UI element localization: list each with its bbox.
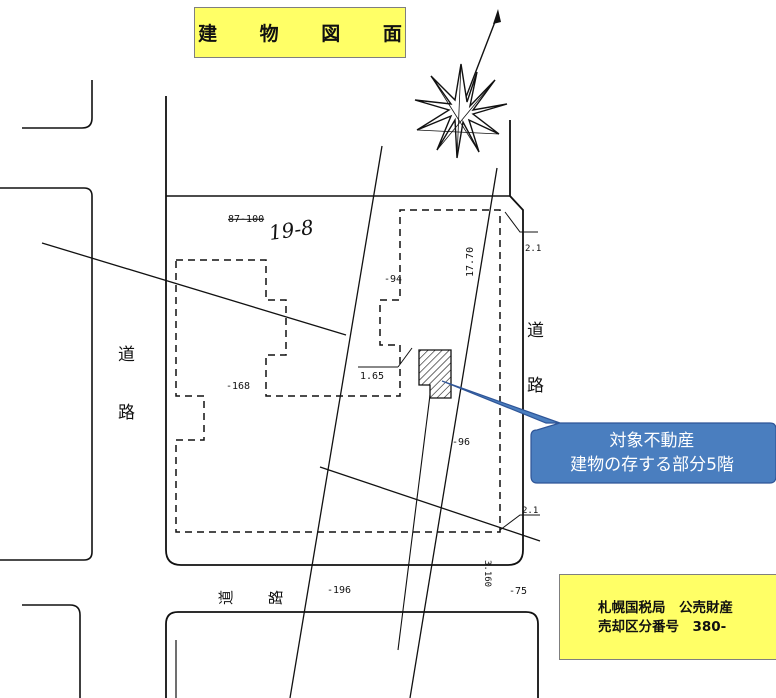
lot-label: 19-8 (267, 215, 315, 245)
dim-94: -94 (384, 274, 402, 285)
vertical-diag-1 (289, 145, 383, 698)
road-bottom-char-2: 路 (267, 590, 285, 605)
vertical-diag-3 (397, 394, 431, 651)
sale-note-line-2: 売却区分番号 380- (598, 619, 727, 635)
drawing-title-box: 建 物 図 面 (194, 7, 406, 58)
dim-168: -168 (226, 381, 250, 392)
leader-top-right (504, 211, 538, 233)
road-bottom-char-1: 道 (217, 590, 235, 605)
dim-3-160: 3.160 (482, 560, 492, 587)
callout-line-1: 対象不動産 (609, 431, 695, 451)
road-block-left-lower (22, 604, 81, 698)
vertical-diag-2 (409, 167, 498, 698)
sale-note-text: 札幌国税局 公売財産 売却区分番号 380- (598, 599, 733, 637)
road-right-char-2: 路 (527, 376, 544, 396)
dim-1-65: 1.65 (360, 371, 384, 382)
road-block-left-top (22, 80, 93, 129)
sale-note-line-1: 札幌国税局 公売財産 (598, 600, 733, 616)
compass-rose (414, 9, 508, 159)
dim-75: -75 (509, 586, 527, 597)
road-left-char-2: 路 (118, 403, 135, 423)
top-dimension: 87-100 (228, 214, 264, 225)
diagonal-line-left (41, 242, 347, 336)
drawing-title: 建 物 図 面 (198, 23, 420, 45)
callout-line-2: 建物の存する部分5階 (570, 455, 734, 475)
road-block-left-bottom (0, 187, 93, 561)
leader-lower-right (499, 514, 540, 531)
dim-196: -196 (327, 585, 351, 596)
road-right-char-1: 道 (527, 321, 544, 341)
callout-text: 対象不動産 建物の存する部分5階 (530, 424, 774, 482)
road-block-bottom (165, 611, 539, 698)
diagonal-line-lower (319, 466, 541, 542)
leader-1-65-b (397, 347, 413, 368)
dim-17-70: 17.70 (465, 247, 476, 277)
dim-96: -96 (452, 437, 470, 448)
subject-unit-hatched (418, 349, 452, 399)
road-left-char-1: 道 (118, 345, 135, 365)
dim-2-1-bottom: 2.1 (522, 506, 538, 516)
main-block-outline (165, 96, 524, 566)
sale-note-box (559, 574, 776, 660)
dim-2-1-top: 2.1 (525, 244, 541, 254)
building-outline-dashed (175, 209, 501, 533)
